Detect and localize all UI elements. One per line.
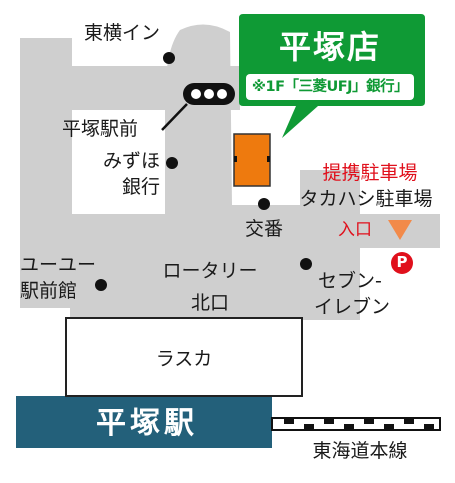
mizuho-label-line2: 銀行 <box>121 176 160 198</box>
store-building <box>233 133 271 187</box>
rasuka-label: ラスカ <box>155 348 213 370</box>
mizuho-label-line1: みずほ <box>102 150 160 172</box>
traffic-signal-icon <box>183 83 235 105</box>
signal-pointer-line <box>161 103 188 131</box>
parking-symbol: P <box>396 253 408 271</box>
railway-line-label: 東海道本線 <box>312 440 408 462</box>
station-building <box>16 396 272 448</box>
toyoko-inn-marker <box>163 52 175 64</box>
store-name: 平塚店 <box>278 28 381 66</box>
rasuka-building <box>65 317 303 397</box>
seven-eleven-marker <box>300 258 312 270</box>
yuyu-marker <box>95 279 107 291</box>
yuyu-label-line1: ユーユー <box>20 254 97 276</box>
rotary-label: ロータリー <box>162 260 258 282</box>
rotary-area <box>70 24 300 320</box>
koban-marker <box>258 198 270 210</box>
seven-eleven-label-line1: セブン- <box>318 270 382 292</box>
road-vertical-right <box>300 170 360 320</box>
station-name: 平塚駅 <box>96 406 198 441</box>
koban-label: 交番 <box>244 218 283 240</box>
yuyu-label-line2: 駅前館 <box>20 280 78 302</box>
seven-eleven-label-line2: イレブン <box>314 296 391 318</box>
entrance-label: 入口 <box>338 220 372 240</box>
kitaguchi-label: 北口 <box>190 292 229 314</box>
takahashi-parking-label: タカハシ駐車場 <box>299 188 433 210</box>
railway-track <box>271 417 441 431</box>
mizuho-bank-marker <box>166 157 178 169</box>
toyoko-inn-label: 東横イン <box>84 22 161 44</box>
store-floor-note: ※1F「三菱UFJ」銀行」 <box>246 74 414 100</box>
parking-icon <box>391 252 413 274</box>
entrance-triangle-icon <box>388 220 412 240</box>
teikei-parking-label: 提携駐車場 <box>322 162 418 184</box>
hiratsuka-ekimae-label: 平塚駅前 <box>62 118 139 140</box>
